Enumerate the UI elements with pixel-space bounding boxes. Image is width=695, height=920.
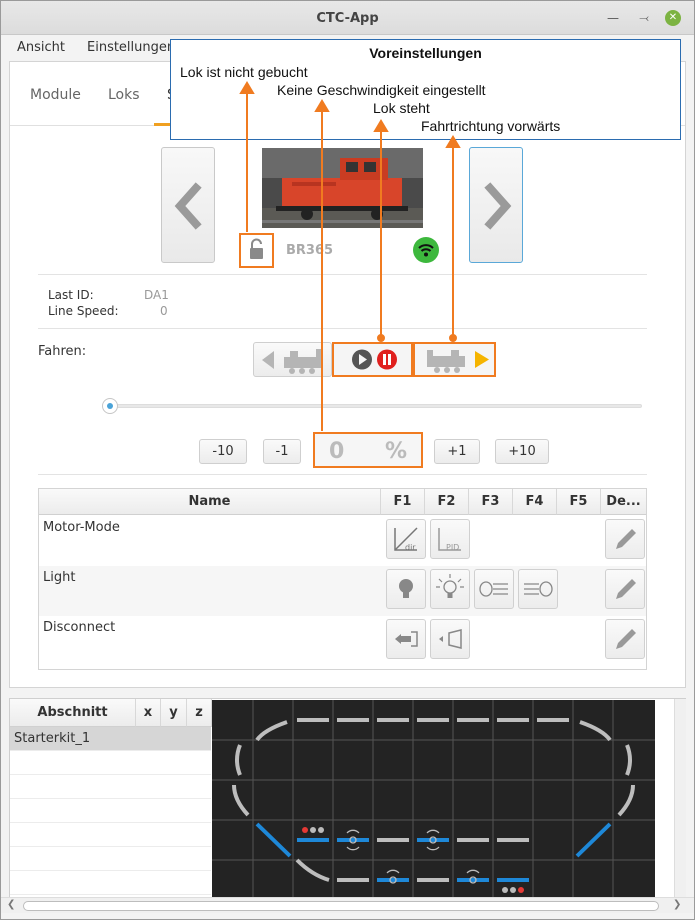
tooltip-line-stop: Lok steht	[373, 100, 430, 116]
table-row: Light	[39, 566, 646, 616]
speed-minus10-button[interactable]: -10	[199, 439, 247, 464]
speed-slider-knob[interactable]	[102, 398, 118, 414]
presets-tooltip: Voreinstellungen Lok ist nicht gebucht K…	[170, 39, 681, 140]
tab-module[interactable]: Module	[30, 87, 81, 103]
maximize-icon[interactable]: ⤙	[639, 11, 649, 25]
loco-name: BR365	[286, 243, 334, 258]
layout-panel: Abschnitt x y z Starterkit_1	[9, 698, 686, 898]
wifi-icon	[413, 237, 439, 263]
loco-image	[262, 148, 423, 228]
col-header-x[interactable]: x	[136, 699, 161, 727]
menu-einstellungen[interactable]: Einstellungen	[87, 40, 176, 55]
edit-icon[interactable]	[605, 569, 645, 609]
headlight-right-icon[interactable]	[518, 569, 558, 609]
list-item[interactable]: Starterkit_1	[10, 727, 211, 751]
col-header-y[interactable]: y	[161, 699, 187, 727]
svg-text:dir: dir	[405, 543, 416, 552]
uncouple-left-icon[interactable]	[386, 619, 426, 659]
speed-unit: %	[385, 439, 408, 464]
motor-pid-icon[interactable]: PID	[430, 519, 470, 559]
speed-display: 0 %	[313, 432, 423, 468]
uncouple-right-icon[interactable]	[430, 619, 470, 659]
title-bar: CTC-App — ⤙ ✕	[1, 1, 694, 35]
divider	[38, 274, 647, 275]
chevron-right-icon	[484, 182, 512, 230]
close-icon[interactable]: ✕	[665, 10, 681, 26]
tooltip-line-direction: Fahrtrichtung vorwärts	[421, 118, 561, 134]
next-loco-button[interactable]	[469, 147, 523, 263]
list-item	[10, 871, 211, 895]
minimize-icon[interactable]: —	[607, 11, 619, 25]
menu-ansicht[interactable]: Ansicht	[17, 40, 66, 55]
scroll-thumb[interactable]	[23, 901, 659, 911]
unlock-icon	[250, 238, 263, 259]
loco-panel: Module Loks S	[9, 61, 686, 688]
loco-forward-icon	[427, 350, 489, 373]
table-row: Disconnect	[39, 616, 646, 666]
function-name: Disconnect	[43, 620, 116, 635]
function-name: Motor-Mode	[43, 520, 120, 535]
window-title: CTC-App	[316, 11, 379, 26]
speed-plus1-button[interactable]: +1	[434, 439, 480, 464]
col-header-f5[interactable]: F5	[557, 489, 601, 515]
tab-loks[interactable]: Loks	[108, 87, 140, 103]
col-header-f3[interactable]: F3	[469, 489, 513, 515]
col-header-name[interactable]: Name	[39, 489, 381, 515]
tooltip-title: Voreinstellungen	[369, 45, 482, 61]
col-header-f4[interactable]: F4	[513, 489, 557, 515]
col-header-z[interactable]: z	[187, 699, 212, 727]
list-item	[10, 823, 211, 847]
stop-button[interactable]	[332, 342, 413, 377]
list-item	[10, 847, 211, 871]
speed-value: 0	[329, 439, 345, 464]
function-name: Light	[43, 570, 76, 585]
horizontal-scrollbar[interactable]: ❮ ❯	[1, 897, 694, 913]
lock-button[interactable]	[239, 233, 274, 268]
list-item	[10, 751, 211, 775]
edit-icon[interactable]	[605, 519, 645, 559]
divider	[38, 328, 647, 329]
tooltip-line-speed: Keine Geschwindigkeit eingestellt	[277, 82, 486, 98]
bulb-bright-icon[interactable]	[430, 569, 470, 609]
list-item	[10, 799, 211, 823]
prev-loco-button[interactable]	[161, 147, 215, 263]
speed-slider-track[interactable]	[107, 404, 642, 408]
table-row: Motor-Mode dir PID	[39, 516, 646, 566]
list-item	[10, 775, 211, 799]
drive-backward-button[interactable]	[253, 342, 332, 377]
col-header-f2[interactable]: F2	[425, 489, 469, 515]
speed-plus10-button[interactable]: +10	[495, 439, 549, 464]
edit-icon[interactable]	[605, 619, 645, 659]
vertical-scrollbar[interactable]	[674, 699, 686, 897]
speed-minus1-button[interactable]: -1	[263, 439, 301, 464]
scroll-left-icon[interactable]: ❮	[7, 899, 16, 910]
col-header-de[interactable]: De...	[601, 489, 646, 515]
col-header-f1[interactable]: F1	[381, 489, 425, 515]
line-speed-label: Line Speed:	[48, 304, 119, 318]
headlight-left-icon[interactable]	[474, 569, 514, 609]
bulb-icon[interactable]	[386, 569, 426, 609]
line-speed-value: 0	[160, 304, 168, 318]
tooltip-line-lock: Lok ist nicht gebucht	[180, 64, 308, 80]
loco-backward-icon	[262, 349, 322, 374]
last-id-label: Last ID:	[48, 288, 94, 302]
drive-label: Fahren:	[38, 344, 87, 359]
divider	[38, 474, 647, 475]
track-layout-canvas[interactable]	[212, 700, 655, 898]
chevron-left-icon	[174, 182, 202, 230]
last-id-value: DA1	[144, 288, 169, 302]
svg-text:PID: PID	[446, 543, 459, 552]
drive-forward-button[interactable]	[413, 342, 496, 377]
section-name: Starterkit_1	[14, 731, 91, 746]
play-stop-icon	[352, 349, 397, 370]
active-tab-indicator	[154, 123, 182, 126]
col-header-abschnitt[interactable]: Abschnitt	[10, 699, 136, 727]
function-table: Name F1 F2 F3 F4 F5 De... Motor-Mode dir…	[38, 488, 647, 670]
motor-dir-icon[interactable]: dir	[386, 519, 426, 559]
scroll-right-icon[interactable]: ❯	[673, 899, 682, 910]
